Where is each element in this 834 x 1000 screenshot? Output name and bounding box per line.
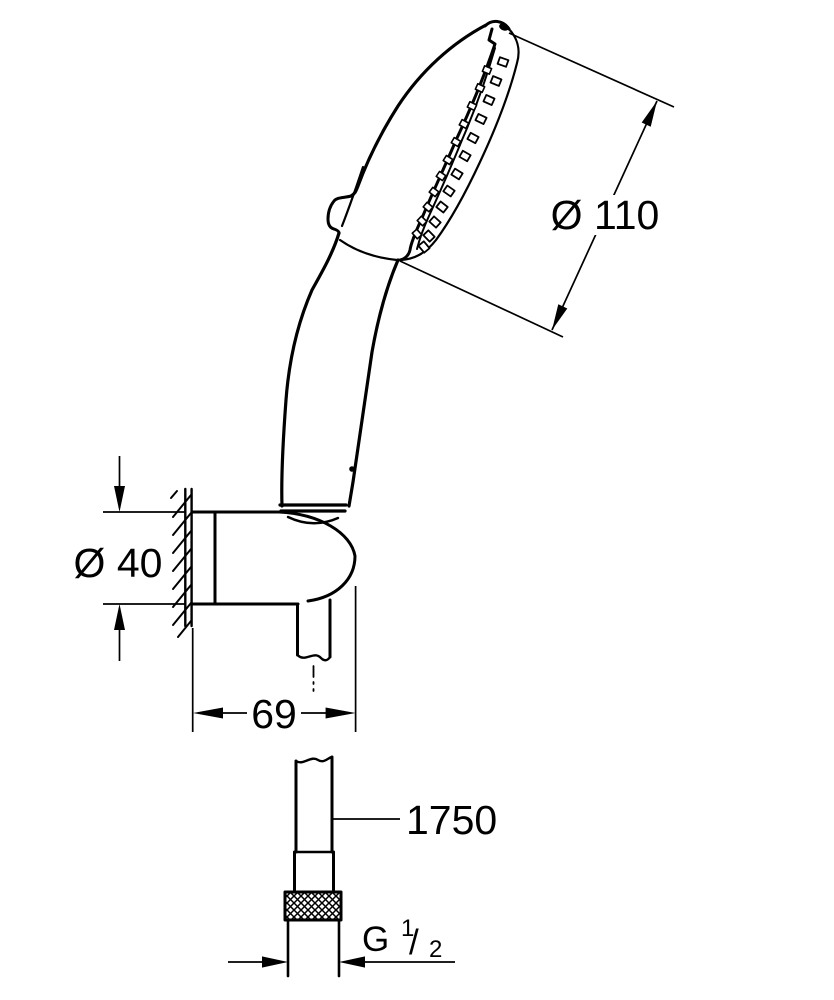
face-outer-edge xyxy=(399,26,520,262)
arrowhead xyxy=(193,707,223,719)
hand-shower-head xyxy=(349,20,520,262)
nozzle xyxy=(422,229,436,243)
nozzle xyxy=(411,228,423,240)
nozzle xyxy=(450,167,464,181)
head-diameter-label: Ø 110 xyxy=(551,192,660,238)
thread-label-numerator: 1 xyxy=(401,915,414,942)
nozzle xyxy=(435,200,449,214)
dimension-head-diameter: Ø 110 xyxy=(399,32,675,338)
thread-label-prefix: G xyxy=(362,920,389,959)
nozzle xyxy=(466,131,480,145)
nozzle xyxy=(482,94,496,106)
dimension-hose-length: 1750 xyxy=(332,797,497,843)
holder-ball-top-arc xyxy=(286,515,340,525)
hose-length-label: 1750 xyxy=(406,797,497,843)
nozzle xyxy=(417,240,431,254)
hatch-tick xyxy=(172,530,192,554)
nozzle-row-inner xyxy=(411,65,493,240)
arrowhead xyxy=(325,707,356,719)
hatch-tick xyxy=(172,494,192,518)
head-dome-outline xyxy=(349,23,488,198)
nozzle xyxy=(428,186,440,198)
nozzle xyxy=(442,154,454,166)
hatch-tick xyxy=(172,512,192,536)
nozzle xyxy=(458,149,472,163)
hatch-tick xyxy=(172,566,192,590)
shower-handle xyxy=(278,165,400,513)
hatch-tick xyxy=(177,620,192,638)
head-pivot-dot xyxy=(499,23,509,31)
hose-stub-break-line xyxy=(296,653,332,662)
thread-label-slash: / xyxy=(409,923,419,962)
arrowhead xyxy=(641,101,657,127)
handle-edge-mark xyxy=(349,466,355,472)
handle-right-edge xyxy=(347,258,400,508)
nozzle xyxy=(428,215,442,229)
dimension-thread-size: G 1 / 2 xyxy=(228,915,455,968)
nozzle xyxy=(450,136,462,148)
wall-holder xyxy=(170,487,357,638)
arrowhead xyxy=(114,604,125,630)
nozzle xyxy=(422,201,434,213)
nozzle xyxy=(489,75,503,87)
nozzle xyxy=(474,112,488,126)
diverter-button xyxy=(326,194,353,235)
arrowhead xyxy=(552,304,568,330)
nozzle xyxy=(416,215,428,227)
wall-hatching xyxy=(170,490,192,638)
spray-face-rim xyxy=(398,27,497,262)
nozzle-row-outer xyxy=(417,56,510,254)
arrowhead xyxy=(339,956,365,968)
label-mask xyxy=(549,195,663,235)
extension-line xyxy=(508,32,675,108)
holder-diameter-label: Ø 40 xyxy=(74,540,163,586)
hose-break-line xyxy=(294,755,334,764)
hatch-tick xyxy=(172,602,192,626)
arrowhead xyxy=(114,486,125,512)
hatch-tick xyxy=(170,490,178,499)
extension-line xyxy=(399,260,564,338)
handle-left-edge xyxy=(280,231,341,508)
thread-label-denominator: 2 xyxy=(429,936,442,963)
nozzle xyxy=(435,170,447,182)
nozzle xyxy=(481,65,493,75)
nozzle xyxy=(442,184,456,198)
nozzle xyxy=(466,100,478,112)
hose-upper-stub xyxy=(296,598,332,692)
arrowhead xyxy=(262,956,288,968)
nozzle xyxy=(474,82,486,94)
dimension-holder-width: 69 xyxy=(191,586,357,737)
neck-joint-line xyxy=(338,238,399,262)
holder-width-label: 69 xyxy=(251,691,297,737)
holder-ball-outline xyxy=(277,510,357,603)
nozzle xyxy=(496,56,510,68)
hatch-tick xyxy=(172,548,192,572)
hose-lower-piece xyxy=(283,755,343,978)
dimension-holder-diameter: Ø 40 xyxy=(74,456,186,661)
nozzle xyxy=(458,118,470,130)
knurled-nut xyxy=(283,890,343,922)
grip-ridge-line xyxy=(340,165,365,228)
